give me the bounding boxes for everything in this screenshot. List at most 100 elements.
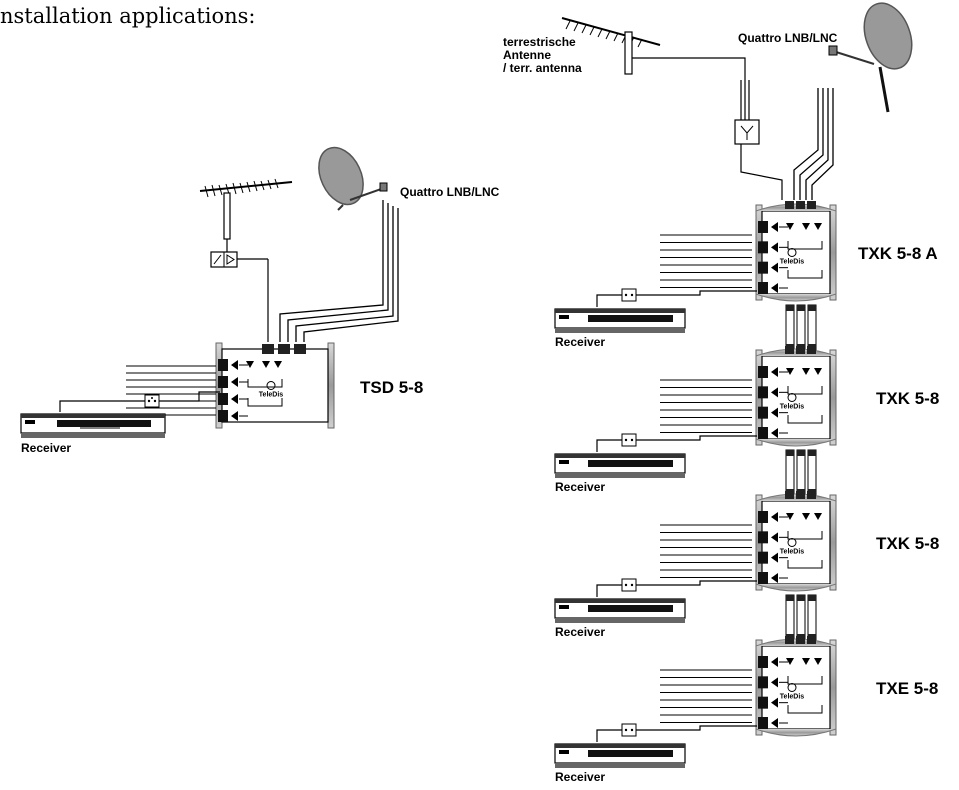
- left-terrestrial-antenna: [199, 178, 293, 240]
- input-connector: [807, 201, 816, 209]
- port-triangle: [771, 283, 778, 293]
- switch-trace: [247, 398, 283, 407]
- port-triangle: [231, 377, 238, 387]
- receiver-display: [588, 460, 673, 467]
- cascade-connector: [808, 450, 816, 456]
- switch-trace: [787, 705, 823, 714]
- receiver-base: [555, 328, 685, 333]
- output-port: [758, 656, 768, 668]
- unit-rail-right: [829, 639, 837, 736]
- output-port: [758, 406, 768, 419]
- receiver-label: Receiver: [555, 480, 605, 494]
- port-triangle: [771, 718, 778, 728]
- terrestrial-antenna-label: terrestrische Antenne / terr. antenna: [503, 35, 582, 75]
- cascade-link: [796, 304, 806, 351]
- port-triangle: [802, 658, 810, 665]
- output-port: [218, 359, 228, 371]
- port-triangle: [771, 573, 778, 583]
- port-triangle: [814, 368, 822, 375]
- switch-trace: [787, 386, 823, 395]
- output-port: [758, 261, 768, 274]
- input-connector: [807, 346, 816, 354]
- port-triangle: [231, 360, 238, 370]
- receiver-top: [555, 454, 685, 458]
- input-connector: [785, 346, 794, 354]
- port-triangle: [771, 532, 778, 543]
- right-satellite-dish: [828, 2, 913, 113]
- receiver-led: [559, 605, 569, 609]
- left-receiver-label: Receiver: [21, 441, 71, 455]
- socket-hole: [630, 728, 634, 732]
- input-connector: [796, 636, 805, 644]
- unit-bottom-cap: [755, 438, 837, 447]
- input-connector: [807, 491, 816, 499]
- switch-trace: [247, 379, 283, 388]
- unit-label: TXK 5-8 A: [858, 244, 938, 263]
- wall-socket: [621, 288, 637, 302]
- port-triangle: [771, 512, 778, 522]
- left-lnb-label: Quattro LNB/LNC: [400, 185, 500, 199]
- output-port: [758, 282, 768, 294]
- port-triangle: [262, 361, 270, 368]
- port-triangle: [771, 222, 778, 232]
- output-port: [758, 511, 768, 523]
- receiver-top: [555, 309, 685, 313]
- unit-bottom-cap: [755, 293, 837, 302]
- receiver-base: [555, 618, 685, 623]
- output-port: [218, 393, 228, 405]
- socket-hole: [630, 293, 634, 297]
- socket-hole: [624, 438, 628, 442]
- left-satellite-dish: [318, 146, 388, 211]
- receiver-led: [559, 460, 569, 464]
- cascade-link: [796, 594, 806, 641]
- output-port: [758, 427, 768, 439]
- wall-socket: [621, 723, 637, 737]
- input-connector: [262, 344, 274, 354]
- cascade-connector: [797, 305, 805, 311]
- output-port: [758, 572, 768, 584]
- socket-hole: [630, 438, 634, 442]
- port-triangle: [231, 394, 238, 404]
- teledis-logo: [787, 248, 797, 257]
- cascade-connector: [786, 595, 794, 601]
- cascade-link: [785, 449, 795, 496]
- teledis-logo: [787, 683, 797, 692]
- right-antenna-cable: [632, 57, 750, 120]
- wall-socket: [621, 433, 637, 447]
- output-port: [758, 696, 768, 709]
- receiver-label: Receiver: [555, 770, 605, 784]
- receiver-label: Receiver: [555, 335, 605, 349]
- port-triangle: [274, 361, 282, 368]
- right-terrestrial-antenna: [561, 17, 661, 75]
- socket-cable: [636, 580, 757, 586]
- port-triangle: [771, 262, 778, 273]
- port-triangle: [814, 658, 822, 665]
- port-triangle: [771, 242, 778, 253]
- port-triangle: [771, 387, 778, 398]
- port-triangle: [786, 658, 794, 665]
- output-port: [758, 221, 768, 233]
- socket-hole: [624, 293, 628, 297]
- multiswitch-unit: TeleDis: [755, 203, 837, 302]
- output-port: [758, 676, 768, 689]
- cascade-link: [807, 304, 817, 351]
- receiver-base: [555, 763, 685, 768]
- output-port: [218, 376, 228, 388]
- switch-trace: [787, 270, 823, 279]
- left-unit-label: TSD 5-8: [360, 378, 423, 397]
- receiver-display: [588, 750, 673, 757]
- input-connector: [796, 491, 805, 499]
- right-splitter: [734, 119, 783, 200]
- port-triangle: [786, 223, 794, 230]
- port-triangle: [771, 677, 778, 688]
- receiver-top: [555, 744, 685, 748]
- cascade-connector: [808, 305, 816, 311]
- switch-trace: [787, 415, 823, 424]
- input-connector: [796, 201, 805, 209]
- port-triangle: [771, 428, 778, 438]
- output-port: [758, 386, 768, 399]
- input-connector: [807, 636, 816, 644]
- socket-cable: [636, 290, 757, 296]
